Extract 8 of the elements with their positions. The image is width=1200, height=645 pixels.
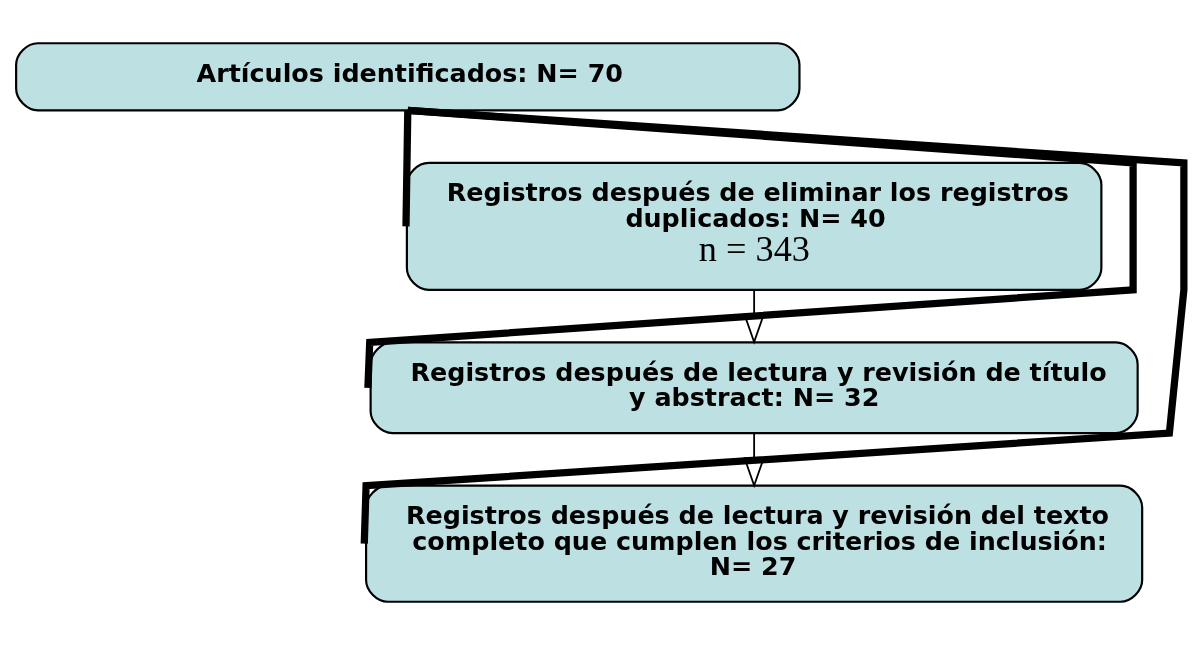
connector [402,110,412,227]
connector [360,106,1188,544]
node-box: Registros después de eliminar los registros duplicados: N= 40 n = 343 [405,161,1103,291]
node-box: Registros después de lectura y revisión de título y abstract: N= 32 [369,341,1139,435]
arrow [743,289,765,345]
arrow [743,432,765,489]
node-box: Registros después de lectura y revisión del texto completo que cumplen los criterios de inclusión: N= 27 [365,484,1144,603]
node-box: Artículos identificados: N= 70 [15,42,801,112]
